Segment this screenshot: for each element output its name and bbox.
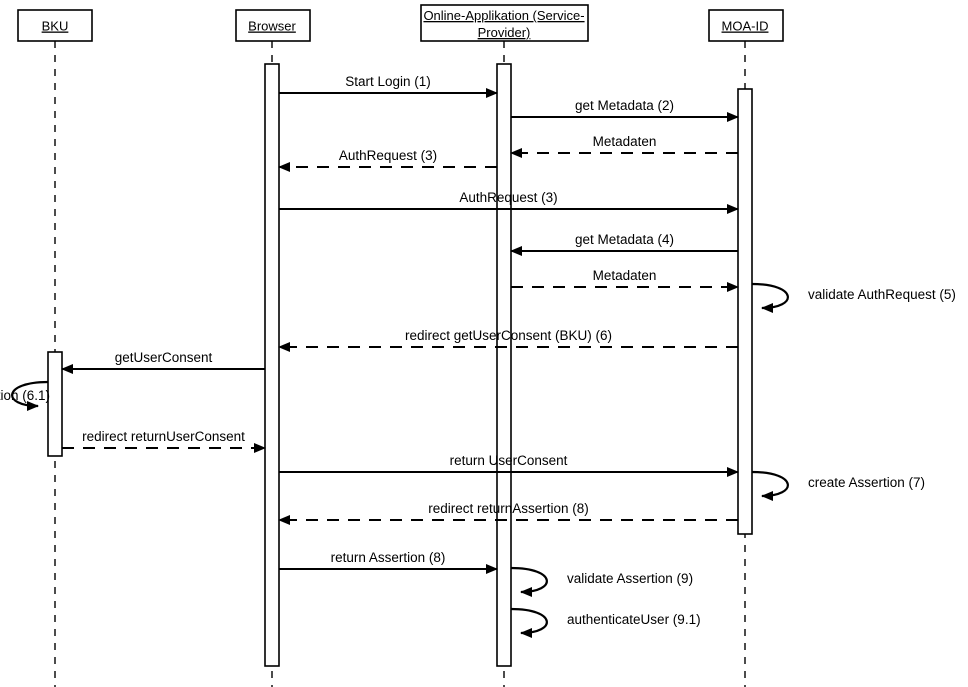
message-label-7: Metadaten <box>593 268 657 283</box>
lifeline-head-box-browser <box>235 9 311 42</box>
message-2[interactable]: get Metadata (2) <box>511 98 739 122</box>
self-message-arrow-8 <box>751 282 789 313</box>
self-message-arrow-18 <box>510 607 548 638</box>
message-12[interactable]: redirect returnUserConsent <box>62 429 266 453</box>
lifeline-head-box-moaid <box>708 9 784 42</box>
message-label-4: AuthRequest (3) <box>339 148 437 163</box>
message-16[interactable]: return Assertion (8) <box>279 550 498 574</box>
lifeline-label-oa: Online-Applikation (Service- <box>423 8 584 23</box>
message-9[interactable]: redirect getUserConsent (BKU) (6) <box>278 328 738 352</box>
activation-bar-oa[interactable] <box>496 63 512 667</box>
message-label-8: validate AuthRequest (5) <box>808 287 956 302</box>
lifeline-label-moaid: MOA-ID <box>722 19 769 34</box>
message-label-2: get Metadata (2) <box>575 98 674 113</box>
message-6[interactable]: get Metadata (4) <box>510 232 738 256</box>
message-7[interactable]: Metadaten <box>511 268 739 292</box>
self-message-arrow-17 <box>510 566 548 597</box>
lifeline-label-bku: BKU <box>42 19 69 34</box>
message-3[interactable]: Metadaten <box>510 134 738 158</box>
lifeline-moaid[interactable]: MOA-ID <box>708 9 784 687</box>
message-label-17: validate Assertion (9) <box>567 571 693 586</box>
self-message-arrow-14 <box>751 470 789 501</box>
message-label-11: BKU interaction (6.1) <box>0 388 50 403</box>
message-label-9: redirect getUserConsent (BKU) (6) <box>405 328 612 343</box>
lifeline-head-box-bku <box>17 9 93 42</box>
message-label-14: create Assertion (7) <box>808 475 925 490</box>
activation-bar-bku[interactable] <box>47 351 63 457</box>
message-10[interactable]: getUserConsent <box>61 350 265 374</box>
message-label-13: return UserConsent <box>450 453 568 468</box>
message-label-5: AuthRequest (3) <box>459 190 557 205</box>
message-5[interactable]: AuthRequest (3) <box>279 190 739 214</box>
message-15[interactable]: redirect returnAssertion (8) <box>278 501 738 525</box>
message-label-6: get Metadata (4) <box>575 232 674 247</box>
message-label-3: Metadaten <box>593 134 657 149</box>
message-label-18: authenticateUser (9.1) <box>567 612 701 627</box>
activation-bar-moaid[interactable] <box>737 88 753 535</box>
messages-group: Start Login (1) get Metadata (2) Metadaten… <box>0 74 956 638</box>
lifeline-label-browser: Browser <box>248 19 296 34</box>
message-label-12: redirect returnUserConsent <box>82 429 245 444</box>
message-13[interactable]: return UserConsent <box>279 453 739 477</box>
activation-bars-group <box>47 63 753 667</box>
lifeline-label2-oa: Provider) <box>478 25 531 40</box>
message-11[interactable]: BKU interaction (6.1) <box>0 380 50 411</box>
message-label-15: redirect returnAssertion (8) <box>428 501 589 516</box>
activation-bar-browser[interactable] <box>264 63 280 667</box>
message-17[interactable]: validate Assertion (9) <box>510 566 693 597</box>
message-4[interactable]: AuthRequest (3) <box>278 148 497 172</box>
message-14[interactable]: create Assertion (7) <box>751 470 925 501</box>
message-1[interactable]: Start Login (1) <box>279 74 498 98</box>
lifeline-bku[interactable]: BKU <box>17 9 93 687</box>
message-label-16: return Assertion (8) <box>331 550 446 565</box>
message-8[interactable]: validate AuthRequest (5) <box>751 282 956 313</box>
message-label-10: getUserConsent <box>115 350 213 365</box>
self-message-arrow-11 <box>11 380 49 411</box>
message-label-1: Start Login (1) <box>345 74 431 89</box>
message-18[interactable]: authenticateUser (9.1) <box>510 607 701 638</box>
